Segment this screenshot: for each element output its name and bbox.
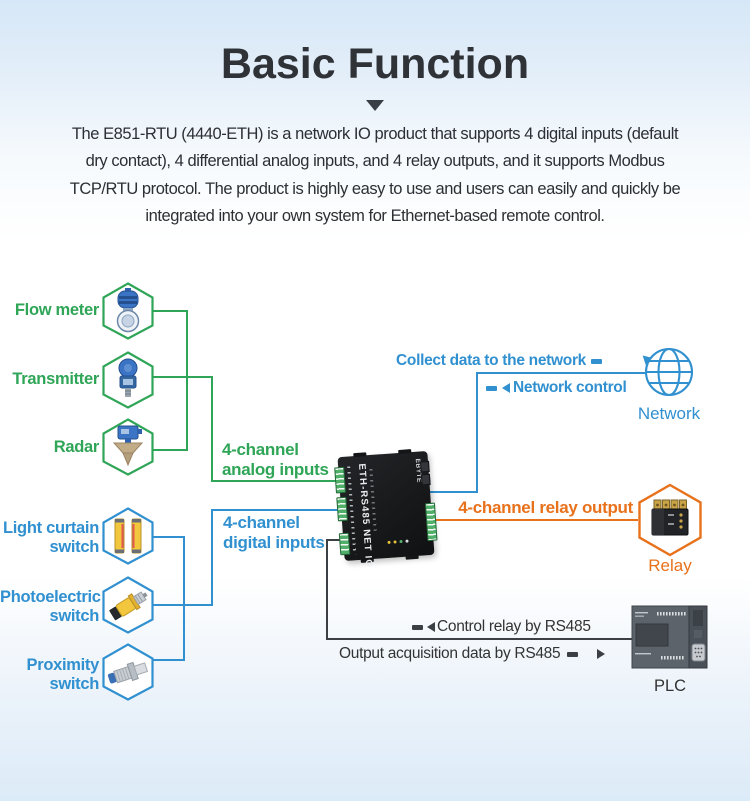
page-title: Basic Function	[220, 40, 530, 88]
connector-line-device-to-network-1	[429, 491, 478, 493]
description-line: dry contact), 4 differential analog inpu…	[85, 152, 665, 171]
connector-line-transmitter	[153, 376, 213, 378]
mount-tab	[353, 452, 367, 458]
connector-line-proximity	[153, 659, 185, 661]
pressure-transmitter-icon	[102, 351, 154, 409]
plc-node-label: PLC	[653, 677, 687, 695]
digital-inputs-label: 4-channel digital inputs	[223, 513, 325, 552]
plc-icon	[631, 605, 708, 669]
transmitter-label: Transmitter	[12, 370, 99, 388]
io-controller-device: ETH-RS485 NET IO EBYTE	[334, 449, 438, 568]
network-node-label: Network	[637, 404, 701, 423]
connector-line-analog-to-device	[211, 480, 352, 482]
connector-line-light-curtain	[153, 536, 185, 538]
connector-line-relay-output	[433, 519, 638, 521]
light-curtain-icon	[102, 507, 154, 565]
relay-terminal-block	[424, 502, 438, 542]
arrow-bar-icon	[412, 624, 423, 630]
arrow-head-left-icon	[427, 622, 435, 633]
analog-inputs-label: 4-channel analog inputs	[222, 440, 329, 479]
mount-tab	[398, 449, 412, 455]
ethernet-port	[419, 460, 430, 473]
relay-icon	[638, 483, 702, 557]
output-acquisition-annotation: Output acquisition data by RS485	[339, 645, 606, 664]
photoelectric-switch-icon	[102, 576, 154, 634]
status-led	[405, 539, 409, 543]
relay-node-label: Relay	[648, 556, 692, 575]
arrow-head-left-icon	[502, 383, 510, 394]
network-control-label: Network control	[513, 379, 627, 396]
connector-line-photoelectric	[153, 604, 213, 606]
description-line: integrated into your own system for Ethe…	[145, 207, 605, 226]
power-port	[420, 473, 431, 486]
connector-line-digital-to-device	[211, 509, 352, 511]
proximity-switch-icon	[102, 643, 154, 701]
arrow-bar-icon	[567, 651, 579, 657]
product-description: The E851-RTU (4440-ETH) is a network IO …	[0, 121, 750, 231]
photoelectric-switch-label: Photoelectric switch	[0, 588, 101, 625]
connector-line-device-to-network-2	[476, 372, 478, 493]
collect-data-annotation: Collect data to the network	[396, 352, 602, 371]
mount-tab	[405, 554, 419, 560]
connector-line-digital-bus-1	[183, 536, 185, 661]
connector-line-digital-bus-2	[211, 510, 213, 606]
connector-line-analog-bus-1	[186, 310, 188, 451]
globe-icon	[644, 347, 694, 397]
proximity-switch-label: Proximity switch	[26, 656, 100, 693]
output-acquisition-label: Output acquisition data by RS485	[339, 645, 561, 662]
connector-line-radar	[153, 449, 188, 451]
connector-line-analog-bus-2	[211, 376, 213, 482]
light-curtain-label: Light curtain switch	[2, 519, 99, 556]
rs485-terminal-block	[338, 532, 351, 556]
arrow-head-right-icon	[597, 649, 606, 660]
flow-meter-icon	[102, 282, 154, 340]
collect-data-label: Collect data to the network	[396, 352, 586, 369]
analog-terminal-block	[334, 466, 346, 494]
control-relay-annotation: Control relay by RS485	[412, 618, 591, 637]
radar-level-sensor-icon	[102, 418, 154, 476]
title-pointer-icon	[366, 100, 384, 111]
status-led	[387, 540, 391, 544]
description-line: TCP/RTU protocol. The product is highly …	[69, 179, 681, 198]
status-led	[399, 539, 403, 544]
flow-meter-label: Flow meter	[14, 301, 99, 319]
connector-line-flow-meter	[153, 310, 187, 312]
digital-terminal-block	[336, 496, 348, 522]
network-control-annotation: Network control	[486, 379, 627, 398]
radar-label: Radar	[53, 438, 100, 456]
connector-line-rs485-2	[326, 539, 328, 640]
description-line: The E851-RTU (4440-ETH) is a network IO …	[71, 125, 679, 143]
relay-output-label: 4-channel relay output	[458, 498, 633, 517]
arrow-bar-icon	[591, 358, 602, 364]
connector-line-rs485-to-plc	[326, 638, 636, 640]
control-relay-label: Control relay by RS485	[437, 618, 591, 635]
connector-line-device-to-network-3	[476, 372, 646, 374]
status-led	[393, 540, 397, 544]
arrow-bar-icon	[486, 385, 497, 391]
